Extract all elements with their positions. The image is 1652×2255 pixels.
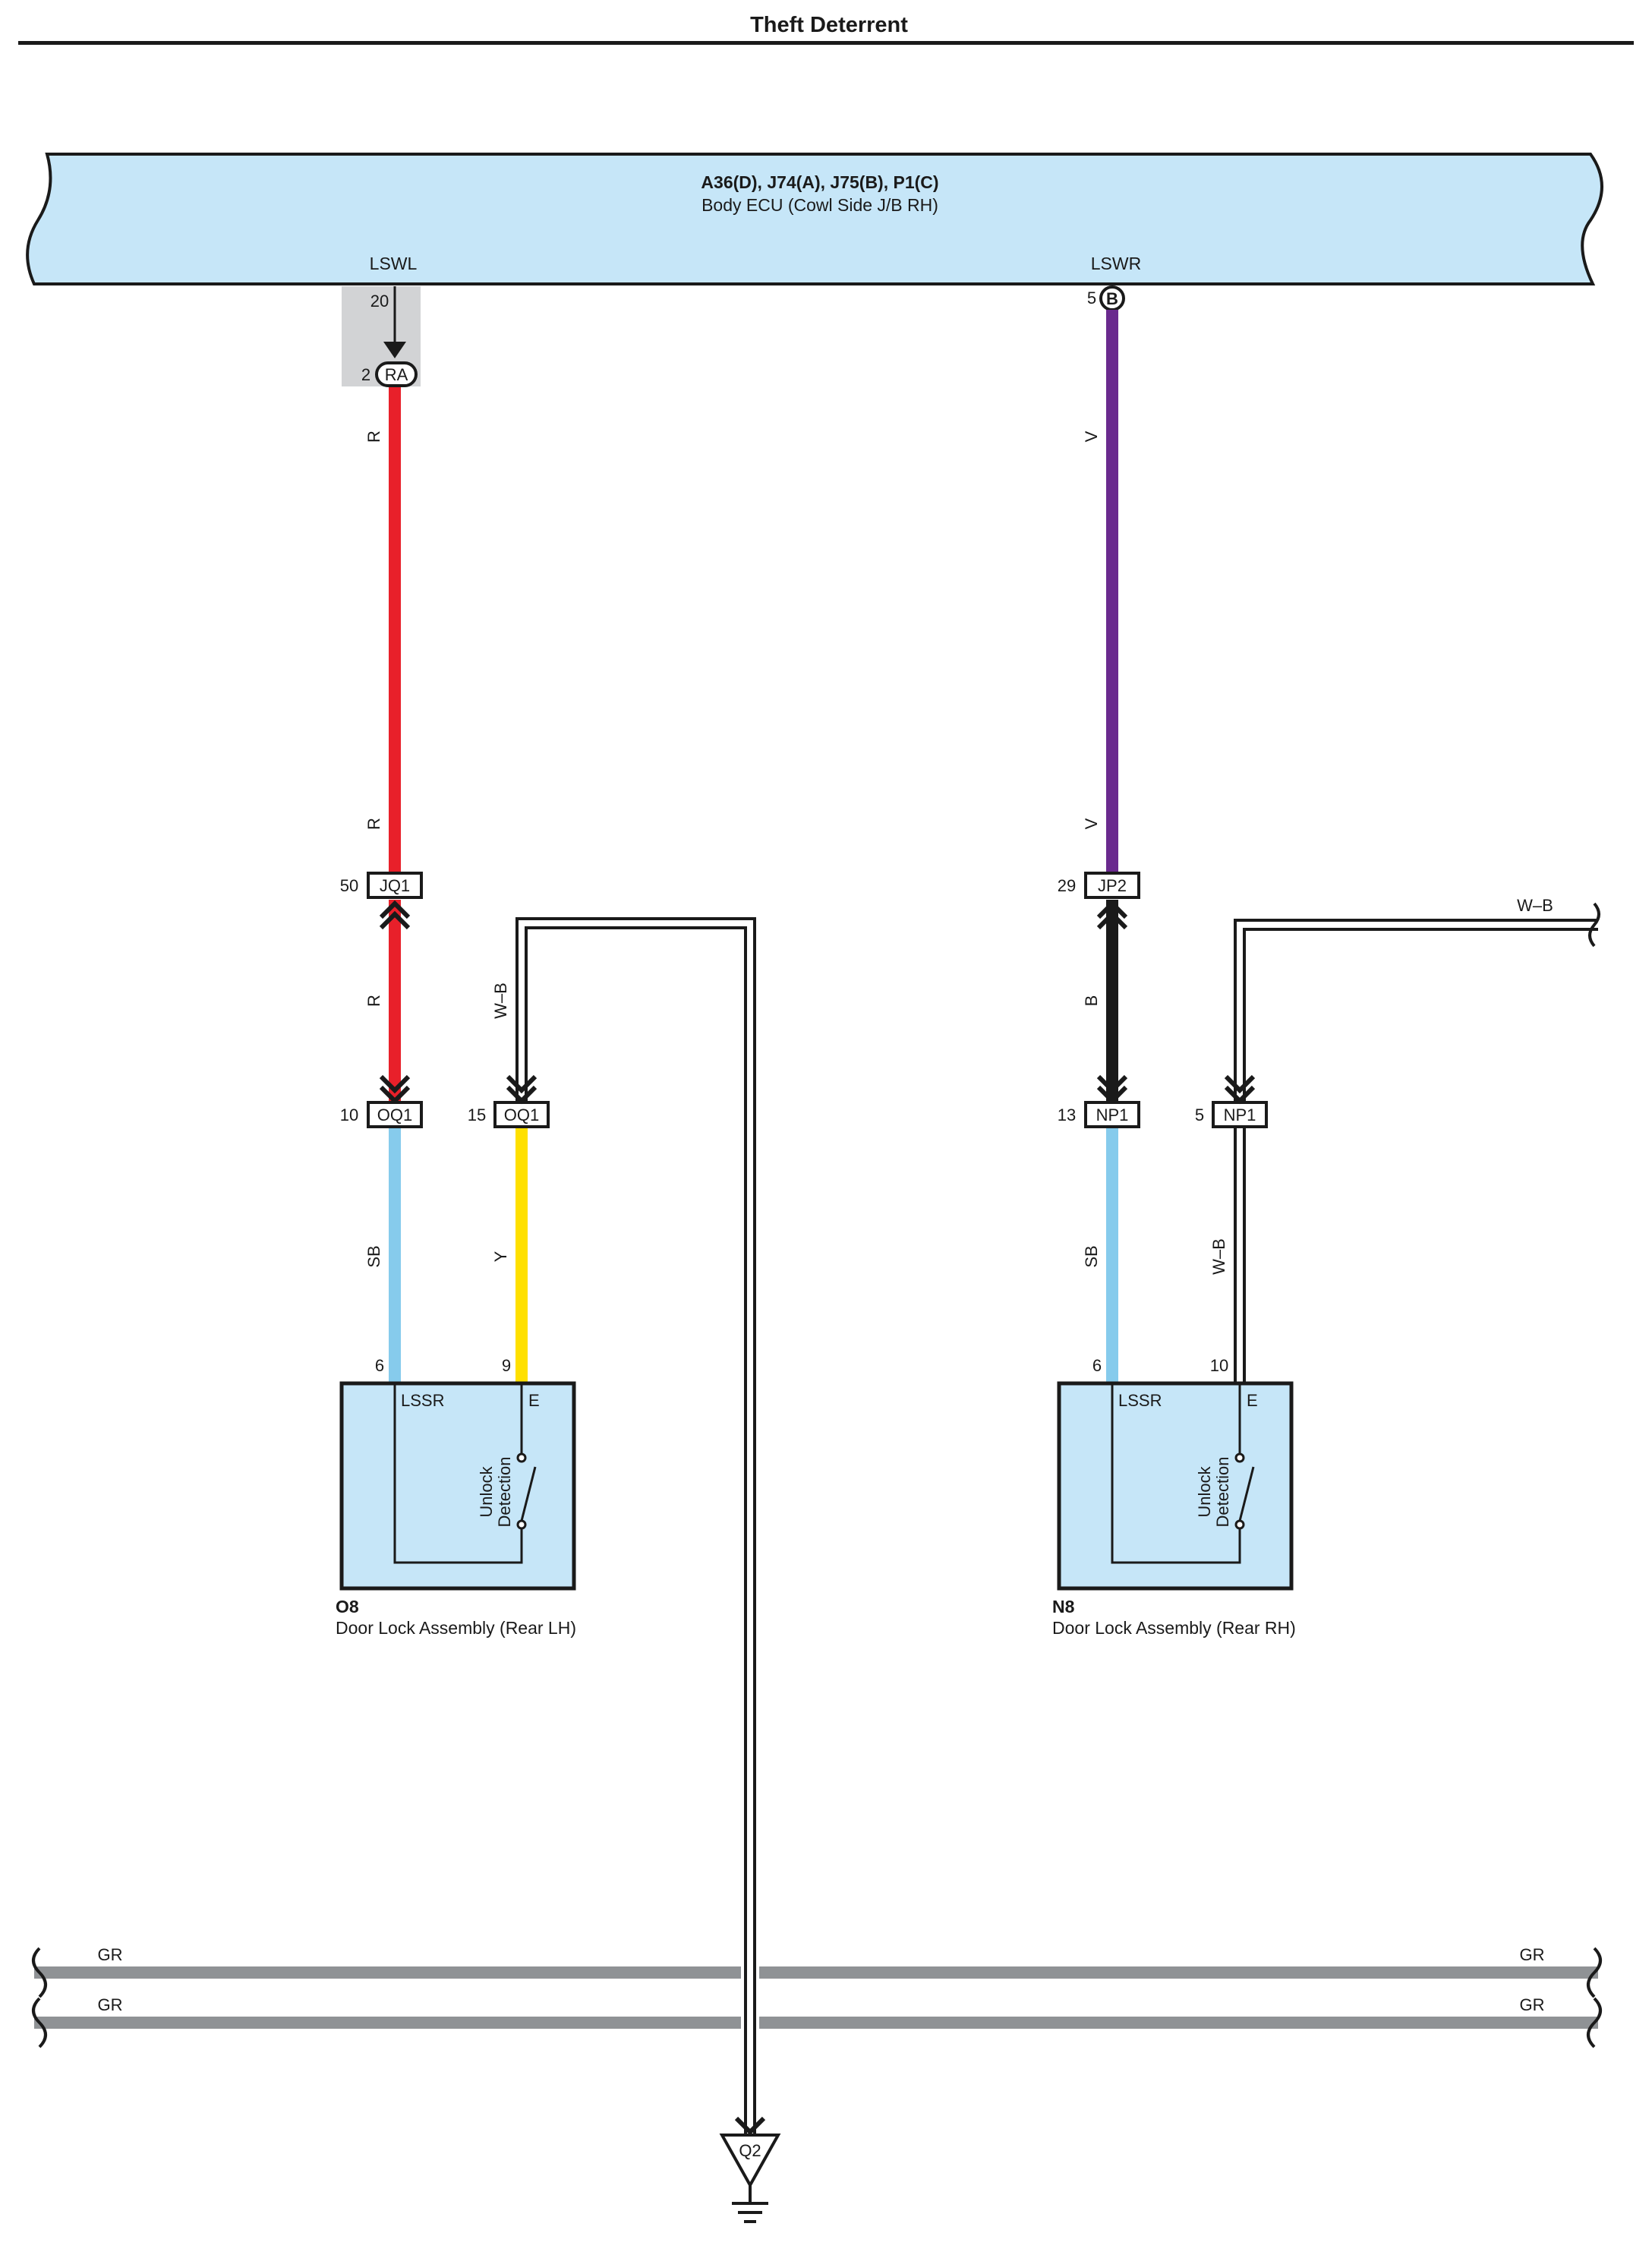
connector-jp2-label: JP2 xyxy=(1098,876,1127,895)
connector-oq1-b xyxy=(493,1101,550,1128)
connector-ra-pin: 2 xyxy=(361,365,370,384)
wire-sb-left-label: SB xyxy=(364,1245,383,1267)
o8-switch-contact-top xyxy=(516,1452,527,1463)
wire-wb-right-top-outer xyxy=(1234,919,1598,1101)
wb-right-chevron-icon xyxy=(1224,1074,1256,1105)
wire-sb-right-label: SB xyxy=(1082,1245,1101,1267)
bus-gr-1-break-right-icon xyxy=(1587,1947,1602,1998)
n8-switch-contact-top xyxy=(1234,1452,1245,1463)
bus-gr-2-label-right: GR xyxy=(1520,1995,1545,2014)
wire-yellow-label: Y xyxy=(491,1250,510,1262)
jq1-chevron-icon xyxy=(379,900,411,930)
wire-red-label-3: R xyxy=(364,995,383,1007)
n8-switch-blade xyxy=(1238,1466,1255,1522)
n8-name: Door Lock Assembly (Rear RH) xyxy=(1052,1618,1296,1638)
o8-terminal-e: E xyxy=(528,1391,540,1410)
o8-switch-blade xyxy=(520,1466,537,1522)
o8-terminal-lssr: LSSR xyxy=(401,1391,444,1410)
n8-code: N8 xyxy=(1052,1597,1075,1616)
connector-jq1-pin: 50 xyxy=(340,876,358,895)
wire-violet-label-1: V xyxy=(1082,430,1101,442)
o8-switch-label-1: Unlock xyxy=(477,1465,496,1517)
o8-internal-line xyxy=(393,1383,523,1564)
connector-jp2 xyxy=(1084,872,1140,899)
wb-right-break-icon xyxy=(1588,902,1600,948)
connector-jq1-label: JQ1 xyxy=(380,876,410,895)
body-ecu-banner xyxy=(26,153,1603,285)
connector-np1-a-label: NP1 xyxy=(1096,1105,1129,1124)
o8-pin-lssr: 6 xyxy=(375,1356,384,1375)
o8-switch-contact-bottom xyxy=(516,1519,527,1530)
connector-b-label: B xyxy=(1106,289,1118,308)
n8-terminal-e: E xyxy=(1247,1391,1258,1410)
o8-name: Door Lock Assembly (Rear LH) xyxy=(336,1618,576,1638)
o8-switch-label-2: Detection xyxy=(495,1457,514,1528)
connector-np1-a xyxy=(1084,1101,1140,1128)
connector-jq1 xyxy=(367,872,423,899)
ground-chevron-icon xyxy=(734,2116,766,2136)
connector-ra xyxy=(375,361,418,387)
bus-gr-2-break-left-icon xyxy=(32,1997,47,2048)
wire-wb-left-label: W–B xyxy=(491,982,510,1019)
n8-pin-lssr: 6 xyxy=(1092,1356,1102,1375)
title-rule xyxy=(18,41,1634,45)
component-o8 xyxy=(339,1381,576,1591)
n8-internal-line xyxy=(1111,1383,1241,1564)
connector-jp2-pin: 29 xyxy=(1058,876,1076,895)
bus-gr-1-break-left-icon xyxy=(32,1947,47,1998)
wire-wb-right-drop-label: W–B xyxy=(1209,1238,1228,1275)
wb-left-chevron-icon xyxy=(506,1074,538,1105)
bus-gr-1-label-right: GR xyxy=(1520,1945,1545,1964)
wire-red-label-2: R xyxy=(364,818,383,830)
ecu-terminal-lswl: LSWL xyxy=(370,254,418,273)
connector-oq1-b-pin: 15 xyxy=(468,1105,486,1124)
connector-np1-b-label: NP1 xyxy=(1224,1105,1256,1124)
ecu-terminal-lswr: LSWR xyxy=(1091,254,1141,273)
bus-gr-2-break-right-icon xyxy=(1587,1997,1602,2048)
n8-switch-label-2: Detection xyxy=(1213,1457,1232,1528)
bus-gr-2-label-left: GR xyxy=(98,1995,123,2014)
n8-switch-label-1: Unlock xyxy=(1195,1465,1214,1517)
o8-pin-e: 9 xyxy=(502,1356,511,1375)
ecu-name: Body ECU (Cowl Side J/B RH) xyxy=(701,195,938,215)
ground-label: Q2 xyxy=(739,2141,761,2160)
n8-terminal-lssr: LSSR xyxy=(1118,1391,1162,1410)
jp2-chevron-icon xyxy=(1096,900,1128,930)
page-title: Theft Deterrent xyxy=(750,13,908,37)
connector-oq1-a-label: OQ1 xyxy=(377,1105,412,1124)
component-n8 xyxy=(1057,1381,1294,1591)
connector-np1-b-pin: 5 xyxy=(1195,1105,1204,1124)
wire-wb-right-top-inner xyxy=(1237,922,1598,1101)
o8-code: O8 xyxy=(336,1597,359,1616)
ecu-connector-list: A36(D), J74(A), J75(B), P1(C) xyxy=(701,172,938,192)
connector-oq1-a-pin: 10 xyxy=(340,1105,358,1124)
wire-wb-right-top-label: W–B xyxy=(1517,896,1553,915)
wire-black-label: B xyxy=(1082,995,1101,1007)
n8-pin-e: 10 xyxy=(1210,1356,1228,1375)
ecu-pin-lswr: 5 xyxy=(1087,289,1096,308)
lswl-arrow-icon xyxy=(383,342,406,358)
wire-red-label-1: R xyxy=(364,430,383,443)
connector-ra-label: RA xyxy=(385,365,408,384)
ecu-pin-lswl: 20 xyxy=(370,292,389,311)
wire-wb-left-inner xyxy=(519,920,753,2134)
connector-oq1-a xyxy=(367,1101,423,1128)
n8-switch-contact-bottom xyxy=(1234,1519,1245,1530)
connector-np1-a-pin: 13 xyxy=(1058,1105,1076,1124)
wire-violet-label-2: V xyxy=(1082,818,1101,829)
ground-triangle xyxy=(719,2134,781,2189)
connector-oq1-b-label: OQ1 xyxy=(504,1105,539,1124)
bus-gr-1-label-left: GR xyxy=(98,1945,123,1964)
